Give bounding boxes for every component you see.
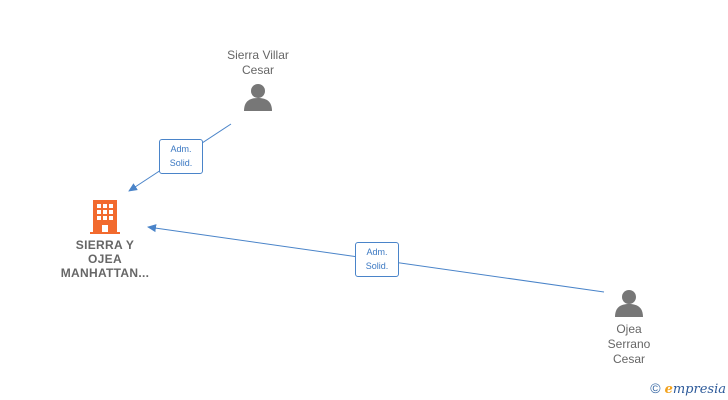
person-name-line-3: Cesar xyxy=(612,352,645,366)
edge-label-sierra-villar: Adm. Solid. xyxy=(159,139,203,174)
company-name-line-3: MANHATTAN... xyxy=(60,266,150,280)
person-name-line-1: Ojea xyxy=(616,322,642,336)
company-name-line-1: SIERRA Y xyxy=(75,238,135,252)
person-name-line-2: Serrano xyxy=(607,337,651,351)
edge-label-line-1: Adm. xyxy=(170,144,192,154)
copyright-credit: ©empresia xyxy=(650,380,726,397)
person-node-ojea-serrano[interactable]: Ojea Serrano Cesar xyxy=(579,288,679,367)
person-icon xyxy=(615,290,643,317)
edge-label-line-2: Solid. xyxy=(365,261,389,271)
edge-label-line-1: Adm. xyxy=(366,247,388,257)
building-icon xyxy=(90,200,120,234)
empresia-logo: empresia xyxy=(664,382,726,397)
copyright-icon: © xyxy=(650,380,661,396)
edge-label-line-2: Solid. xyxy=(169,158,193,168)
person-name-line-1: Sierra Villar xyxy=(227,48,289,62)
person-node-sierra-villar[interactable]: Sierra Villar Cesar xyxy=(208,48,308,112)
edge-label-ojea-serrano: Adm. Solid. xyxy=(355,242,399,277)
person-name-line-2: Cesar xyxy=(241,63,274,77)
company-name-line-2: OJEA xyxy=(88,252,122,266)
person-icon xyxy=(244,84,272,111)
company-node[interactable]: SIERRA Y OJEA MANHATTAN... xyxy=(50,198,160,280)
